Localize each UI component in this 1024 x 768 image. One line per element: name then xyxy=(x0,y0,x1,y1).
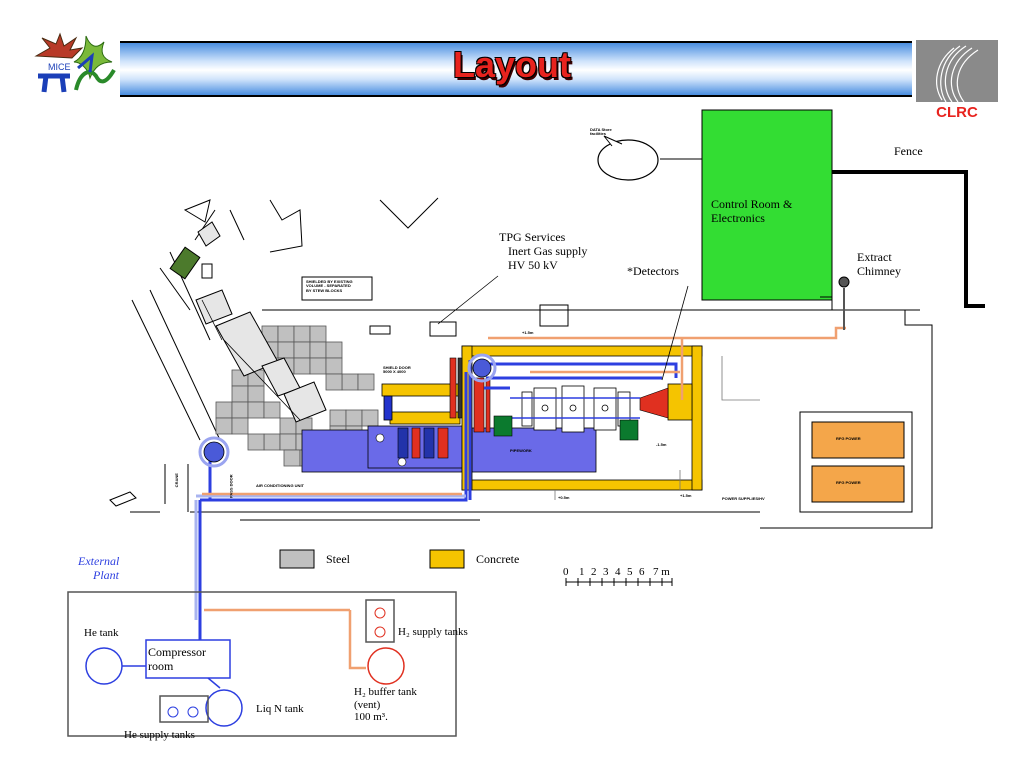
step-label-d: -1.5m xyxy=(656,442,667,447)
extract-chimney xyxy=(838,276,850,330)
step-label-b: +0.5m xyxy=(558,495,570,500)
external-plant xyxy=(67,591,457,737)
blue-pipes xyxy=(198,360,678,610)
shielded-area-label: SHIELDED BY EXISTING VOLUME - SEPARATED … xyxy=(306,279,353,293)
data-store-label: DATA Store facilities xyxy=(590,127,612,137)
fence-label: Fence xyxy=(894,144,923,158)
tpg-services-label: TPG Services Inert Gas supply HV 50 kV xyxy=(499,230,588,272)
scale-tick-6: 6 xyxy=(639,566,645,578)
blue-areas xyxy=(301,425,597,473)
scale-tick-0: 0 xyxy=(563,566,569,578)
svg-text:MICE: MICE xyxy=(48,62,71,72)
legend-concrete-label: Concrete xyxy=(476,552,520,566)
steel-blocks xyxy=(215,325,379,467)
pointer-lines xyxy=(201,275,689,381)
h2-supply-tanks-label: H₂ supply tanks xyxy=(398,626,468,638)
air-conditioning-label: AIR CONDITIONING UNIT xyxy=(256,483,304,488)
scale-tick-7: 7 m xyxy=(653,566,670,578)
step-label-a: +1.5m xyxy=(522,330,534,335)
scale-tick-2: 2 xyxy=(591,566,597,578)
building-walls xyxy=(109,197,933,529)
extract-chimney-label: Extract Chimney xyxy=(857,250,901,278)
detector-modules xyxy=(510,385,640,433)
beamline xyxy=(169,221,327,423)
concrete-swatch xyxy=(429,549,465,569)
control-room-label: Control Room & Electronics xyxy=(711,197,793,225)
step-label-c: +1.5m xyxy=(680,493,692,498)
pass-door-label: PASS DOOR xyxy=(228,474,234,499)
control-room xyxy=(701,109,833,301)
he-tank-label: He tank xyxy=(84,627,119,639)
scale-bar xyxy=(565,578,673,586)
h2-buffer-tank-label: H₂ buffer tank (vent) 100 m³. xyxy=(354,686,417,724)
external-plant-label: External Plant xyxy=(78,554,120,582)
scale-tick-1: 1 xyxy=(579,566,585,578)
fence-lines xyxy=(660,158,985,308)
rfg-power-b-label: RFG POWER xyxy=(836,480,861,485)
data-store-icon xyxy=(597,135,659,181)
mice-logo-icon: MICE xyxy=(30,32,120,94)
svg-text:CLRC: CLRC xyxy=(936,104,978,120)
clrc-logo-icon: CLRC xyxy=(916,40,998,121)
cryo-circles xyxy=(198,353,497,468)
legend-swatches xyxy=(279,549,465,569)
scale-tick-3: 3 xyxy=(603,566,609,578)
power-supplies-label: POWER SUPPLIES/HV xyxy=(722,496,765,501)
rack-units xyxy=(375,427,449,467)
pale-blue-pipes xyxy=(194,494,466,620)
crane-label: CRANE xyxy=(173,473,179,488)
blue-block-label: PIPEWORK xyxy=(510,448,532,453)
scale-tick-5: 5 xyxy=(627,566,633,578)
rfg-power-a-label: RFG POWER xyxy=(836,436,861,441)
steel-swatch xyxy=(279,549,315,569)
page-title: Layout xyxy=(452,44,571,85)
green-boxes xyxy=(493,415,639,441)
shield-door-label: SHIELD DOOR 5000 X 4000 xyxy=(383,365,411,375)
detectors-label: *Detectors xyxy=(627,264,679,278)
rfg-power-area xyxy=(799,411,913,513)
he-supply-tanks-label: He supply tanks xyxy=(124,729,195,741)
step-lines xyxy=(554,356,760,500)
scale-tick-4: 4 xyxy=(615,566,621,578)
liq-n-tank-label: Liq N tank xyxy=(256,703,304,715)
title-bar xyxy=(120,41,912,97)
orange-pipes xyxy=(202,326,846,612)
red-panels xyxy=(449,357,669,433)
compressor-room-label: Compressor room xyxy=(148,645,206,673)
legend-steel-label: Steel xyxy=(326,552,350,566)
